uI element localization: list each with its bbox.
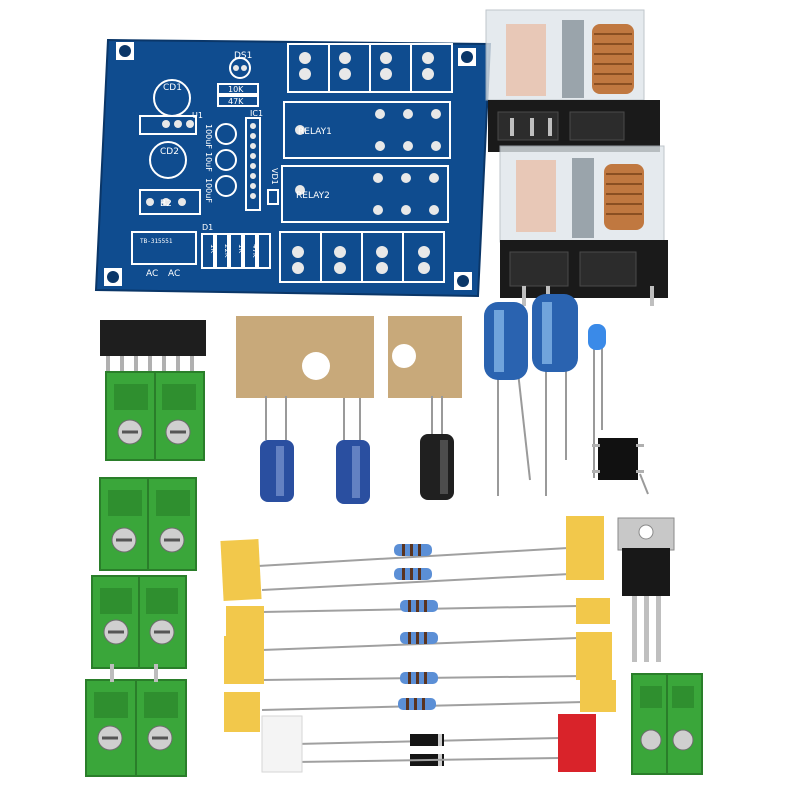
insulator-pad-small bbox=[388, 316, 462, 398]
terminal-block-small bbox=[631, 673, 703, 775]
label-v1kb: 1K bbox=[237, 244, 245, 253]
label-v47k: 47K bbox=[251, 244, 259, 258]
resistor-bodies bbox=[394, 544, 438, 710]
label-cd1: CD1 bbox=[163, 83, 182, 93]
terminal-block-2 bbox=[99, 477, 197, 571]
label-cd2: CD2 bbox=[160, 147, 179, 157]
resistor-strip bbox=[220, 516, 616, 773]
label-vd1: VD1 bbox=[270, 168, 279, 185]
label-v1k: 1K bbox=[209, 244, 217, 253]
dip-component bbox=[592, 438, 649, 495]
label-ic1: IC1 bbox=[250, 109, 263, 118]
label-c100b: 100uF bbox=[204, 178, 213, 203]
label-ac-2: AC bbox=[168, 269, 180, 279]
ic-chip bbox=[100, 320, 206, 372]
diodes bbox=[295, 734, 561, 766]
label-ac-1: AC bbox=[146, 269, 158, 279]
label-relay1: RELAY1 bbox=[298, 127, 332, 137]
label-b2: B2 bbox=[160, 199, 172, 209]
terminal-block-3 bbox=[91, 575, 187, 669]
tape-red bbox=[558, 714, 596, 772]
label-47k: 47K bbox=[228, 97, 244, 106]
capacitor-small-blue-2 bbox=[336, 398, 370, 504]
capacitor-large-blue-1 bbox=[484, 302, 531, 496]
terminal-block-4 bbox=[85, 664, 187, 777]
terminal-block-1 bbox=[105, 371, 205, 461]
label-part: TB-315551 bbox=[140, 238, 173, 245]
capacitor-small-blue-1 bbox=[260, 396, 294, 502]
tape-white bbox=[261, 715, 303, 773]
label-c10: 10uF bbox=[204, 152, 213, 172]
label-10k: 10K bbox=[228, 85, 244, 94]
label-ds1: DS1 bbox=[234, 51, 252, 61]
insulator-pad-large bbox=[236, 316, 374, 398]
capacitor-large-blue-2 bbox=[532, 294, 578, 496]
label-v22k: 22K bbox=[223, 244, 231, 258]
relay-top bbox=[485, 9, 660, 152]
label-d1: D1 bbox=[202, 223, 213, 232]
label-u1: U1 bbox=[192, 111, 203, 120]
pcb-board: DS1 CD1 U1 CD2 B2 IC1 VD1 RELAY1 RELAY2 … bbox=[94, 38, 492, 298]
label-c100a: 100uF bbox=[204, 124, 213, 149]
voltage-regulator bbox=[617, 517, 675, 662]
label-relay2: RELAY2 bbox=[296, 191, 330, 201]
relay-bottom bbox=[499, 145, 668, 306]
led-blue bbox=[588, 324, 606, 478]
capacitor-small-black bbox=[420, 396, 454, 500]
